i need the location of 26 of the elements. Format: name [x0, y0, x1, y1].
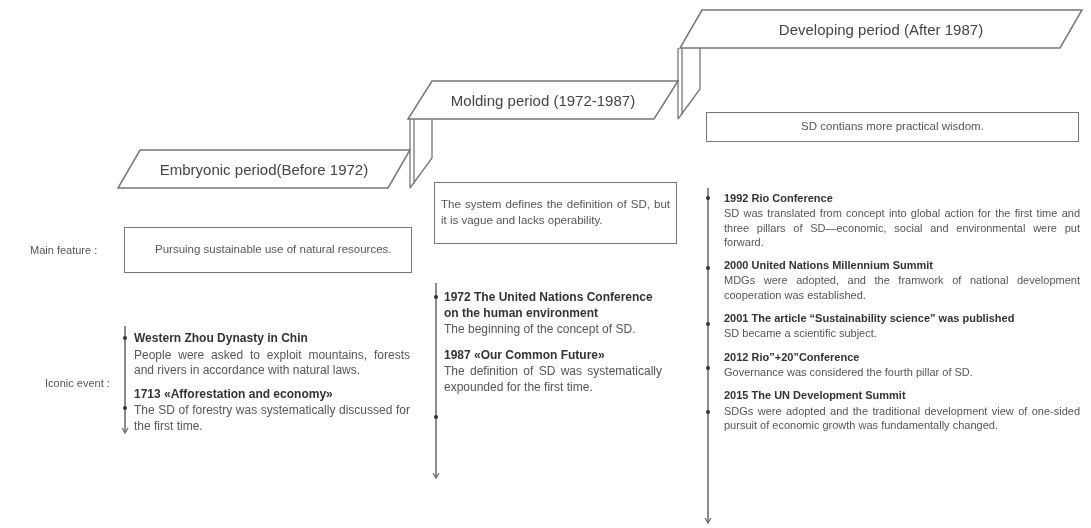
event-description: The definition of SD was systematically expounded for the first time. — [444, 364, 662, 396]
feature-box: Pursuing sustainable use of natural resources. — [124, 227, 412, 273]
event-description: People were asked to exploit mountains, forests and rivers in accordance with natural laws. — [134, 347, 410, 379]
event-description: MDGs were adopted, and the framwork of national development cooperation was established. — [724, 273, 1080, 303]
event-description: SD was translated from concept into global action for the first time and three pillars of SD—economic, social and environmental were put forward. — [724, 206, 1080, 250]
event-heading: 2000 United Nations Millennium Summit — [724, 258, 935, 273]
event-description: SD became a scientific subject. — [724, 326, 878, 341]
period-title: Molding period (1972-1987) — [450, 91, 636, 109]
feature-box: SD contians more practical wisdom. — [706, 112, 1079, 142]
event-description: SDGs were adopted and the traditional development view of one-sided pursuit of economic growth was fundamentally changed. — [724, 403, 1080, 433]
event-heading: 1992 Rio Conference — [724, 191, 834, 206]
row-label: Main feature : — [30, 244, 98, 256]
period-title: Embryonic period(Before 1972) — [159, 160, 369, 178]
feature-box: The system defines the definition of SD, but it is vague and lacks operability. — [434, 182, 677, 244]
event-heading: 1987 «Our Common Future» — [444, 347, 606, 364]
event-heading: 2015 The UN Development Summit — [724, 388, 907, 403]
event-heading: 1713 «Afforestation and economy» — [134, 386, 334, 403]
event-description: The SD of forestry was systematically discussed for the first time. — [134, 403, 410, 435]
event-heading: 1972 The United Nations Conference on the human environment — [444, 290, 654, 322]
event-description: The beginning of the concept of SD. — [444, 322, 637, 338]
event-heading: Western Zhou Dynasty in Chin — [134, 331, 309, 347]
period-title: Developing period (After 1987) — [778, 20, 984, 38]
event-description: Governance was considered the fourth pillar of SD. — [724, 364, 974, 380]
row-label: Iconic event : — [45, 377, 110, 389]
event-heading: 2012 Rio”+20”Conference — [724, 349, 861, 364]
event-heading: 2001 The article “Sustainability science” was published — [724, 311, 1016, 326]
